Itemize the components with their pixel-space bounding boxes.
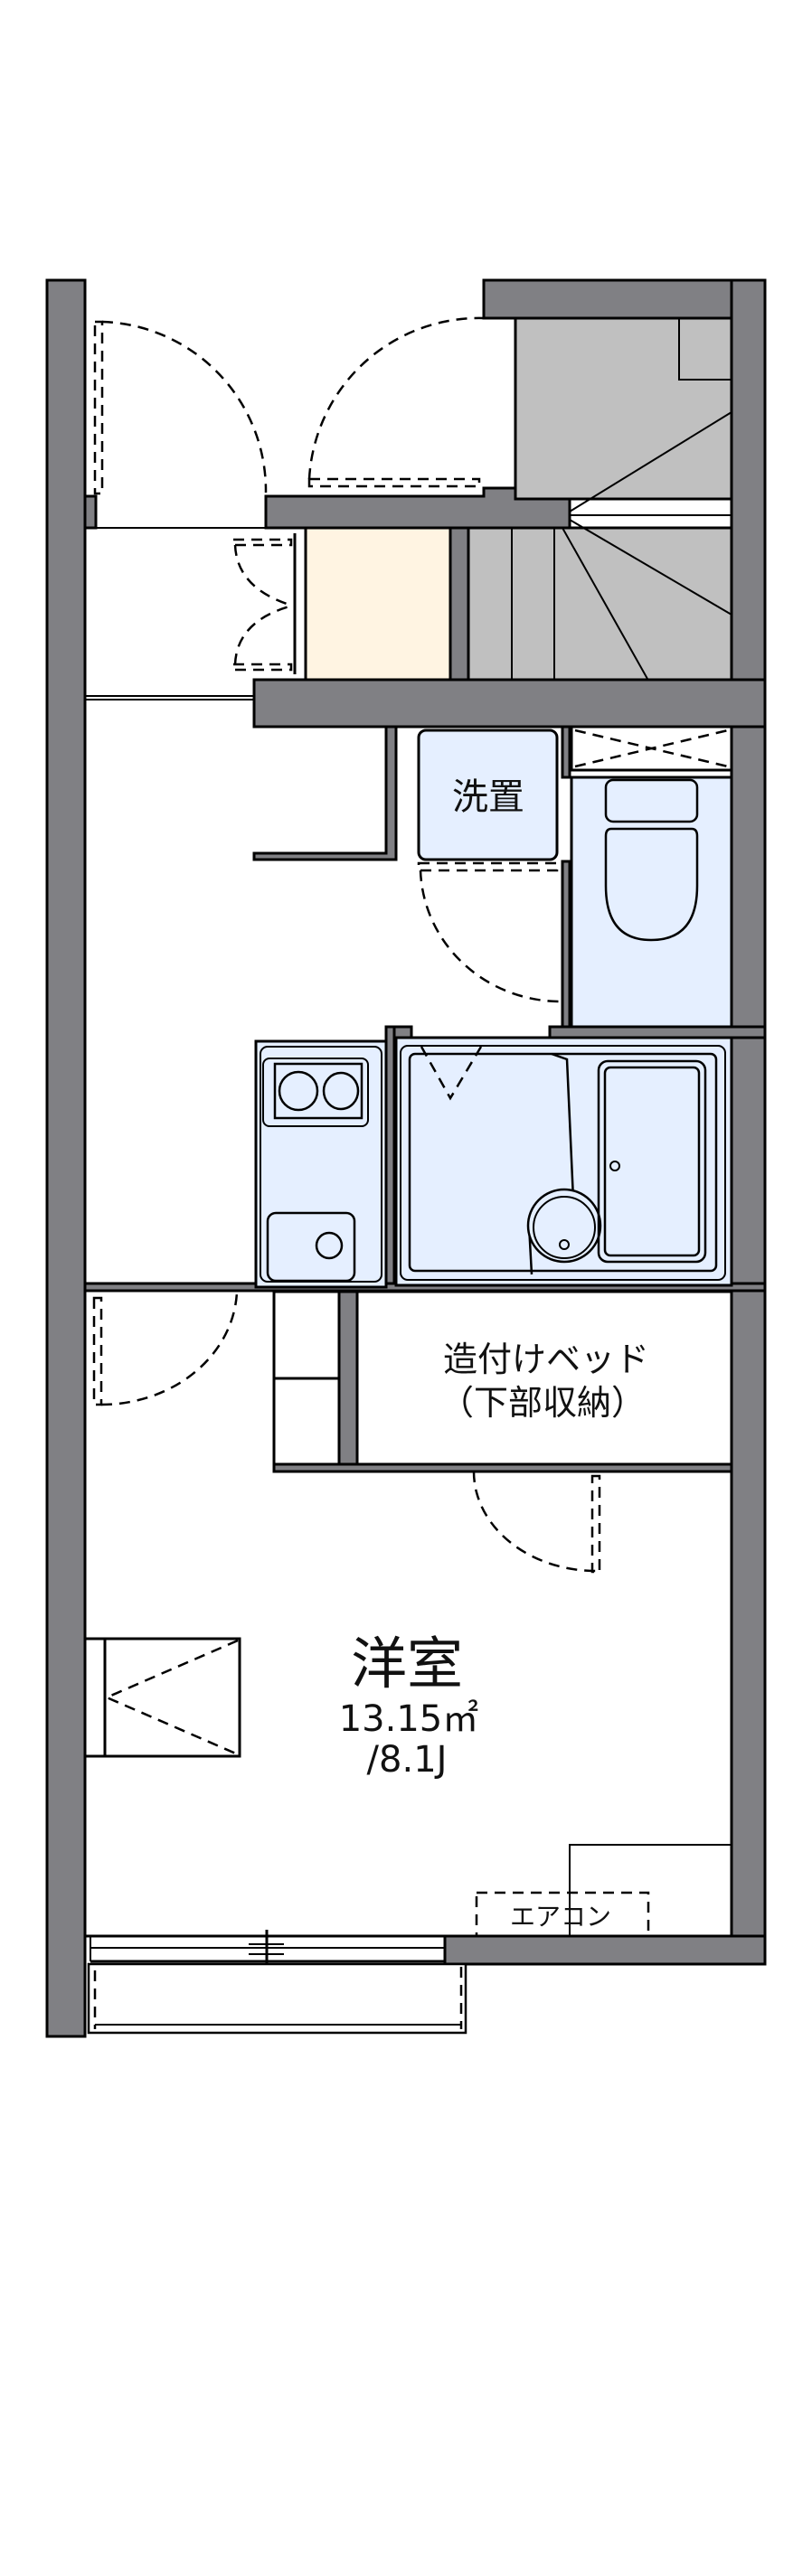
bed-label: 造付けベッド — [443, 1340, 649, 1379]
walls — [45, 278, 767, 2038]
bathtub-icon — [597, 1059, 707, 1264]
vent-box — [570, 725, 733, 772]
washbasin-icon — [526, 1188, 602, 1264]
stair-door[interactable] — [307, 316, 485, 488]
window-box — [83, 1637, 241, 1758]
aircon-label: エアコン — [510, 1902, 611, 1932]
balcony — [87, 1962, 467, 2035]
shelf-unit — [272, 1290, 341, 1466]
kitchen-counter — [254, 1039, 388, 1289]
bed-sublabel: （下部収納） — [439, 1383, 646, 1423]
toilet-icon — [604, 778, 699, 942]
sink-icon — [266, 1211, 356, 1283]
bed-storage-door[interactable] — [472, 1471, 601, 1574]
stove-icon — [262, 1058, 369, 1127]
washroom-door[interactable] — [417, 861, 562, 1003]
balcony-window[interactable] — [85, 1930, 445, 1970]
staircase — [467, 316, 733, 695]
entrance-door[interactable] — [93, 320, 268, 495]
built-in-bed — [355, 1290, 733, 1466]
storage-cabinet — [304, 526, 452, 682]
aircon-unit — [475, 1891, 650, 1938]
aircon-outdoor-box — [569, 1844, 732, 1937]
room-door[interactable] — [92, 1291, 239, 1406]
washing-machine-space — [417, 729, 559, 861]
storage-double-door[interactable] — [231, 538, 293, 672]
room-area: 13.15㎡ — [339, 1698, 479, 1740]
room-size: /8.1J — [367, 1739, 448, 1781]
room-label: 洋室 — [351, 1631, 463, 1697]
laundry-label: 洗置 — [452, 776, 524, 818]
